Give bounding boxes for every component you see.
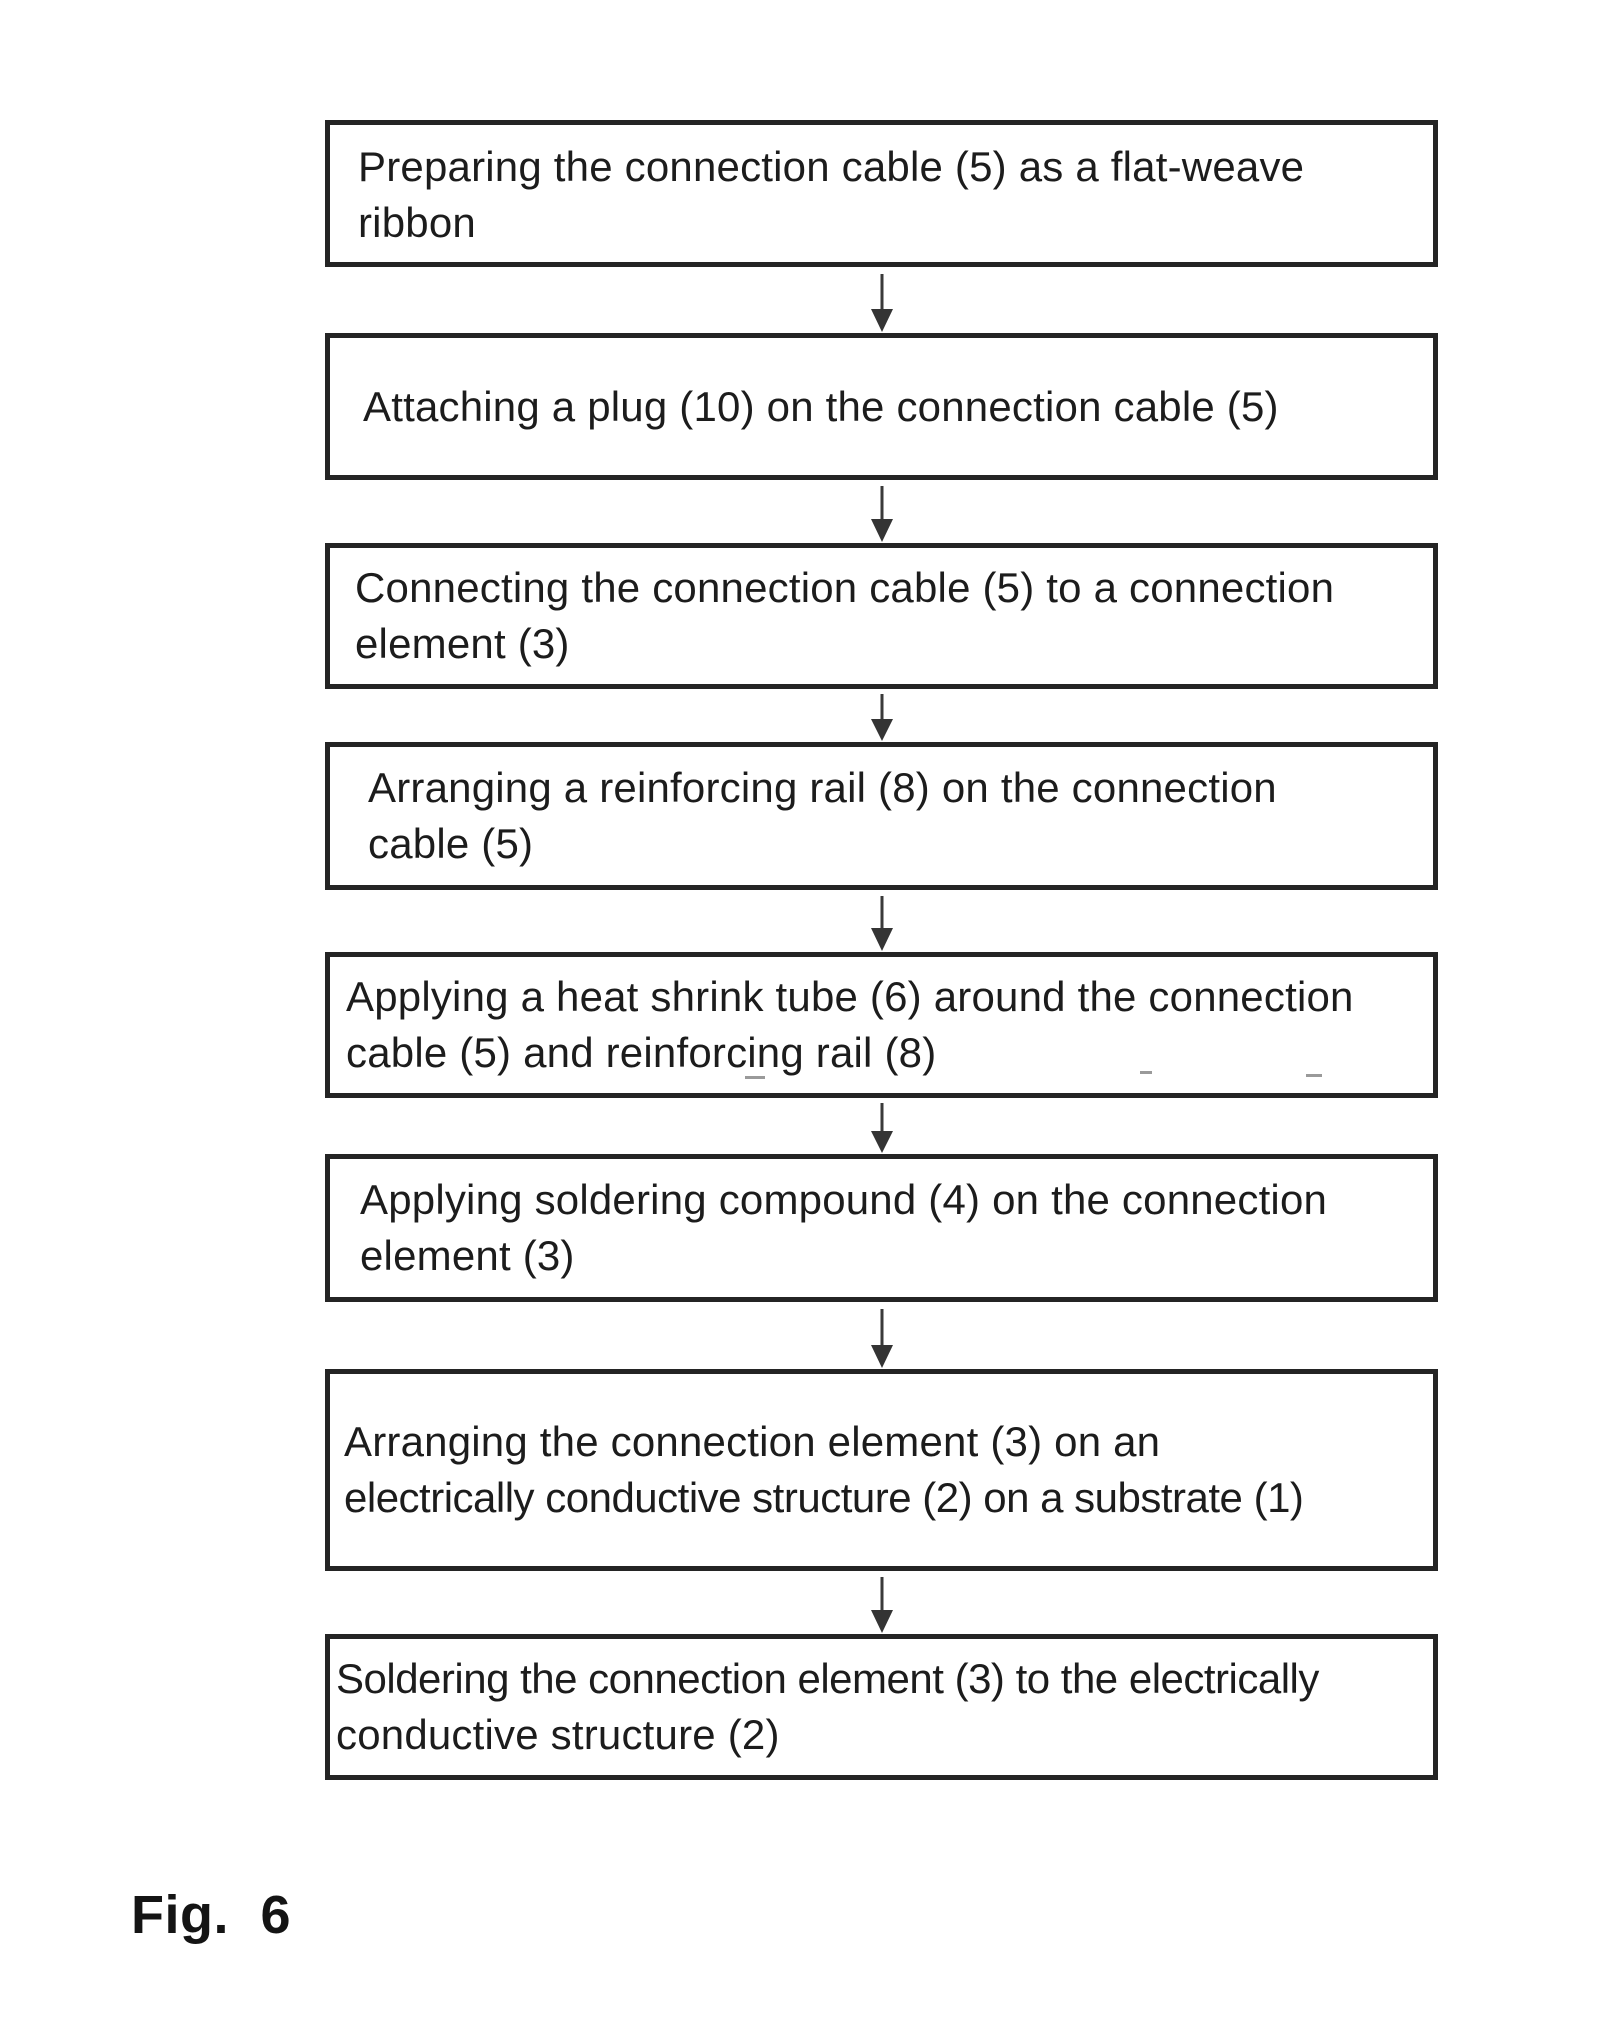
flow-step-text: ribbon [358, 199, 476, 246]
flow-step-text: Soldering the connection element (3) to … [336, 1655, 1319, 1702]
flow-step-text: element (3) [355, 620, 570, 667]
flow-step-8: Soldering the connection element (3) to … [325, 1634, 1438, 1780]
flow-step-text: Preparing the connection cable (5) as a … [358, 143, 1305, 190]
flow-step-text: cable (5) [368, 820, 534, 867]
flow-step-text: cable (5) and reinforcing rail (8) [346, 1029, 937, 1076]
flow-step-6: Applying soldering compound (4) on the c… [325, 1154, 1438, 1302]
flow-step-text: Connecting the connection cable (5) to a… [355, 564, 1335, 611]
down-arrow-icon [871, 274, 893, 332]
down-arrow-icon [871, 1103, 893, 1153]
down-arrow-icon [871, 896, 893, 951]
flow-step-3: Connecting the connection cable (5) to a… [325, 543, 1438, 689]
flow-step-text: Arranging a reinforcing rail (8) on the … [368, 764, 1277, 811]
figure-label: Fig. 6 [131, 1885, 292, 1945]
flow-step-7: Arranging the connection element (3) on … [325, 1369, 1438, 1571]
flow-step-text: Applying soldering compound (4) on the c… [360, 1176, 1328, 1223]
flow-step-2: Attaching a plug (10) on the connection … [325, 333, 1438, 480]
flow-step-text: Attaching a plug (10) on the connection … [363, 382, 1279, 430]
scan-artifact [1140, 1071, 1152, 1074]
down-arrow-icon [871, 1309, 893, 1368]
flow-step-5: Applying a heat shrink tube (6) around t… [325, 952, 1438, 1098]
flow-step-text: electrically conductive structure (2) on… [344, 1474, 1304, 1521]
flow-step-text: conductive structure (2) [336, 1711, 780, 1758]
scan-artifact [1306, 1074, 1322, 1077]
flow-step-1: Preparing the connection cable (5) as a … [325, 120, 1438, 267]
down-arrow-icon [871, 486, 893, 542]
flow-step-4: Arranging a reinforcing rail (8) on the … [325, 742, 1438, 890]
flow-step-text: Applying a heat shrink tube (6) around t… [346, 973, 1354, 1020]
flow-step-text: Arranging the connection element (3) on … [344, 1418, 1161, 1465]
scan-artifact [745, 1076, 765, 1079]
flow-step-text: element (3) [360, 1232, 575, 1279]
down-arrow-icon [871, 1577, 893, 1633]
down-arrow-icon [871, 694, 893, 741]
